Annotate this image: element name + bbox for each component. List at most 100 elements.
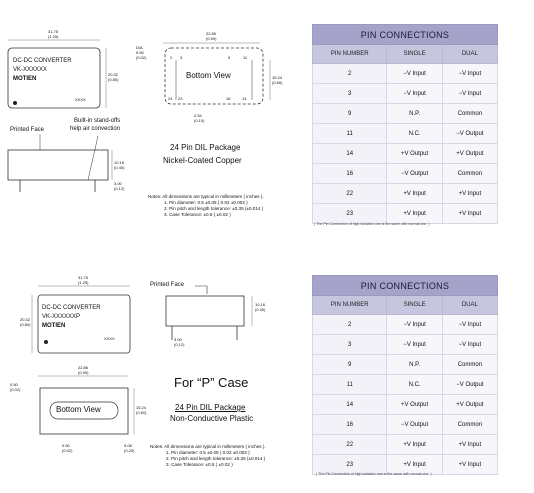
table-row: 23+V Input+V Input: [311, 454, 499, 475]
cell: −V Input: [441, 314, 499, 335]
cell: +V Input: [441, 183, 499, 204]
height-dim: 20.32: [20, 317, 31, 322]
table-row: 14+V Output+V Output: [311, 394, 499, 415]
height-dim: 20.32: [108, 72, 119, 77]
note-line: 1. Pin diameter: 0.5 ±0.05 ( 0.02 ±0.002…: [164, 200, 248, 205]
width-dim-in: (1.25): [48, 34, 59, 39]
side-height-dim: 10.16: [255, 302, 266, 307]
package-subtitle: Non-Conductive Plastic: [170, 414, 254, 423]
table-row: 22+V Input+V Input: [311, 434, 499, 455]
cell: −V Input: [441, 63, 499, 84]
cell: 2: [311, 314, 388, 335]
cell: −V Output: [386, 414, 443, 435]
cell: 9: [311, 354, 388, 375]
pin-length-dim-in: (0.12): [174, 342, 185, 347]
code-label: XXXX: [104, 336, 115, 341]
cell: +V Output: [386, 394, 443, 415]
col-header: DUAL: [441, 44, 499, 64]
pin-number: 16: [226, 96, 231, 101]
notes-title: Notes: All dimensions are typical in mil…: [148, 194, 264, 199]
cell: N.C.: [386, 123, 443, 144]
dil-height-dim-in: (0.60): [272, 80, 283, 85]
cell: 2: [311, 63, 388, 84]
cell: +V Input: [386, 183, 443, 204]
printed-face-label: Printed Face: [10, 127, 45, 133]
col-header: SINGLE: [386, 44, 443, 64]
col-header: DUAL: [441, 295, 499, 315]
cell: Common: [441, 103, 499, 124]
cell: 14: [311, 143, 388, 164]
table-note: ( The Pin Connection of high isolation o…: [314, 222, 430, 226]
cell: 11: [311, 123, 388, 144]
side-height-dim-in: (0.40): [255, 307, 266, 312]
cell: N.P.: [386, 103, 443, 124]
cell: −V Output: [386, 163, 443, 184]
bottom-view-label: Bottom View: [56, 405, 101, 414]
cell: −V Input: [441, 83, 499, 104]
pitch-dim-in: (0.20): [124, 448, 135, 453]
cell: −V Input: [386, 334, 443, 355]
note-line: 1. Pin diameter: 0.5 ±0.05 ( 0.02 ±0.002…: [166, 450, 250, 455]
pin-number: 11: [243, 55, 248, 60]
table-row: 3−V Input−V Input: [311, 83, 499, 104]
pitch-dim-in: (0.10): [194, 118, 205, 123]
cell: +V Output: [441, 394, 499, 415]
table-row: 2−V Input−V Input: [311, 314, 499, 335]
dil-height-dim: 15.24: [136, 405, 147, 410]
standoffs-label: Built-in stand-offs: [74, 118, 121, 124]
dil-width-dim: 22.86: [78, 365, 89, 370]
standoffs-label-2: help air convection: [70, 126, 121, 132]
cell: 11: [311, 374, 388, 395]
height-dim-in: (0.80): [20, 322, 31, 327]
cell: +V Output: [441, 143, 499, 164]
cell: 9: [311, 103, 388, 124]
dia-label: DIA: [136, 45, 143, 50]
note-line: 3. Case Tolerance: ±0.5 ( ±0.02 ): [166, 462, 233, 467]
table-note: ( The Pin Connection of high isolation o…: [316, 472, 432, 476]
note-line: 2. Pin pitch and length tolerance: ±0.35…: [164, 206, 264, 211]
brand-label: MOTIEN: [13, 76, 37, 82]
dia-value: 0.50: [136, 50, 144, 55]
dil-width-dim-in: (0.90): [78, 370, 89, 375]
table-row: 14+V Output+V Output: [311, 143, 499, 164]
cell: −V Input: [441, 334, 499, 355]
cell: −V Input: [386, 314, 443, 335]
notes-block: Notes: All dimensions are typical in mil…: [150, 444, 266, 468]
cell: Common: [441, 163, 499, 184]
cell: N.P.: [386, 354, 443, 375]
converter-model: VK-XXXXXXP: [42, 314, 81, 320]
offset-dim-in: (0.02): [10, 387, 21, 392]
converter-title: DC-DC CONVERTER: [42, 305, 101, 311]
pin-number: 23: [178, 96, 183, 101]
table-row: 23+V Input+V Input: [311, 203, 499, 224]
dil-width-dim-in: (0.90): [206, 36, 217, 41]
cell: 23: [311, 203, 388, 224]
cell: +V Input: [386, 434, 443, 455]
cell: +V Output: [386, 143, 443, 164]
width-dim: 31.75: [78, 275, 89, 280]
cell: N.C.: [386, 374, 443, 395]
offset-dim: 0.50: [10, 382, 18, 387]
notes-title: Notes: All dimensions are typical in mil…: [150, 444, 266, 449]
cell: 22: [311, 434, 388, 455]
note-line: 3. Case Tolerance: ±0.5 ( ±0.02 ): [164, 212, 231, 217]
cell: −V Input: [386, 63, 443, 84]
pin-number: 3: [180, 55, 183, 60]
printed-face-label: Printed Face: [150, 282, 185, 288]
package-title: 24 Pin DIL Package: [175, 403, 246, 412]
cell: 14: [311, 394, 388, 415]
pitch-dim: 5.08: [124, 443, 132, 448]
table-row: 2−V Input−V Input: [311, 63, 499, 84]
cell: Common: [441, 354, 499, 375]
package-subtitle: Nickel-Coated Copper: [163, 156, 242, 165]
package-title: 24 Pin DIL Package: [170, 143, 241, 152]
case-title: For “P” Case: [174, 375, 249, 390]
dil-height-dim: 15.24: [272, 75, 283, 80]
cell: 22: [311, 183, 388, 204]
cell: −V Output: [441, 123, 499, 144]
note-line: 2. Pin pitch and length tolerance: ±0.35…: [166, 456, 266, 461]
